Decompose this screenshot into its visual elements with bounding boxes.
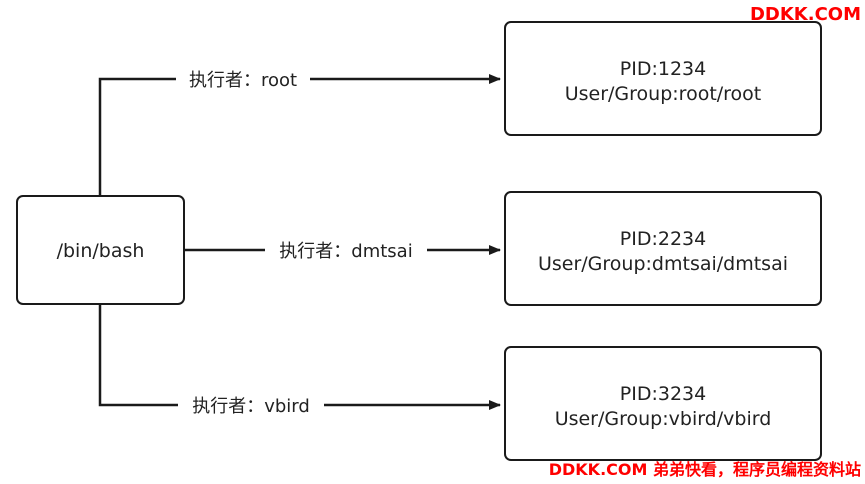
edge-label-dmtsai: 执行者：dmtsai <box>279 241 412 262</box>
edge-label-root: 执行者：root <box>189 70 297 91</box>
process-pid-dmtsai: PID:2234 <box>620 228 706 250</box>
process-user-group-vbird: User/Group:vbird/vbird <box>555 408 772 430</box>
process-pid-root: PID:1234 <box>620 58 706 80</box>
watermark-top: DDKK.COM <box>749 4 861 25</box>
process-node-root <box>504 21 822 136</box>
process-user-group-dmtsai: User/Group:dmtsai/dmtsai <box>538 253 788 275</box>
process-pid-vbird: PID:3234 <box>620 383 706 405</box>
edge-label-vbird: 执行者：vbird <box>192 396 310 417</box>
edge-vbird <box>98 304 501 410</box>
process-user-group-root: User/Group:root/root <box>565 83 762 105</box>
source-node-label: /bin/bash <box>57 240 145 262</box>
edge-root <box>98 74 501 196</box>
process-node-vbird <box>504 346 822 461</box>
watermark-bottom: DDKK.COM 弟弟快看，程序员编程资料站 <box>548 460 861 479</box>
process-node-dmtsai <box>504 191 822 306</box>
